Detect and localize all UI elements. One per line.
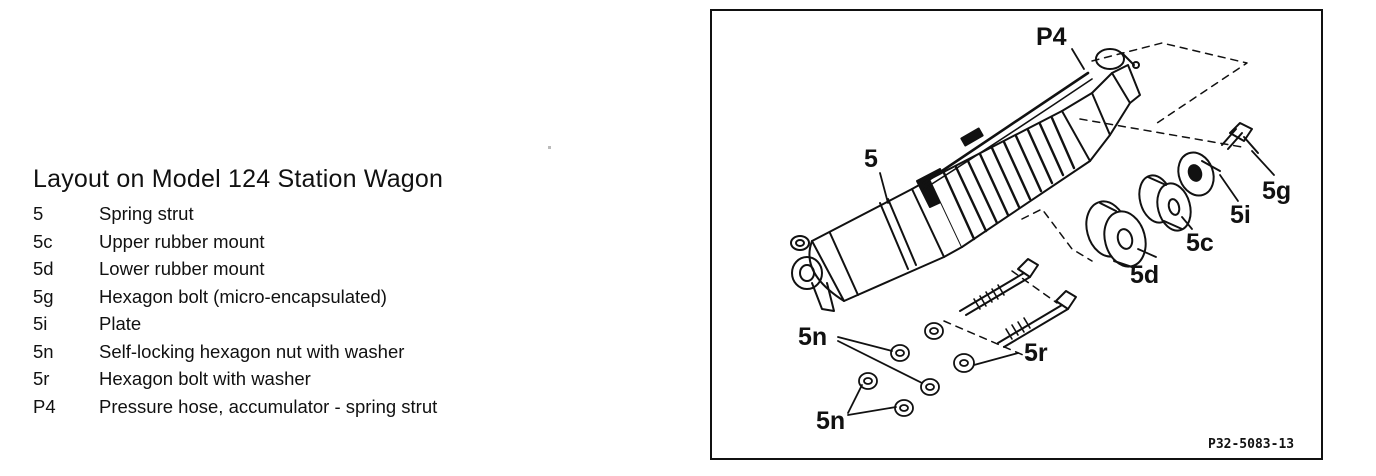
legend-row: P4 Pressure hose, accumulator - spring st… — [33, 393, 573, 421]
legend-desc: Pressure hose, accumulator - spring stru… — [99, 395, 438, 417]
legend-desc: Lower rubber mount — [99, 258, 265, 279]
scan-speck — [548, 146, 551, 149]
assembly-guide-lines — [943, 42, 1248, 362]
callout-5c: 5c — [1186, 229, 1214, 257]
legend-code: 5d — [33, 258, 54, 279]
legend-desc: Self-locking hexagon nut with washer — [99, 340, 405, 362]
plate-5i — [1177, 151, 1221, 197]
exploded-view-figure: P4 5 5g 5i 5c 5d 5n 5r 5n P32-5083-13 — [710, 9, 1323, 460]
legend-row: 5 Spring strut — [33, 200, 573, 228]
legend-code: 5r — [33, 368, 50, 389]
legend-code: 5g — [33, 285, 54, 307]
legend-desc: Plate — [99, 313, 142, 334]
spring-strut — [790, 48, 1141, 312]
legend-code: 5i — [33, 313, 48, 334]
legend-desc: Hexagon bolt (micro-encapsulated) — [99, 285, 387, 307]
legend-desc: Hexagon bolt with washer — [99, 368, 311, 389]
hexagon-bolt-5g — [1221, 122, 1259, 154]
legend-row: 5d Lower rubber mount — [33, 255, 573, 283]
lower-rubber-mount-5d — [1085, 200, 1147, 268]
hexagon-bolt-upper — [959, 258, 1039, 316]
hexagon-bolt-5r — [997, 290, 1077, 348]
legend-code: P4 — [33, 395, 56, 417]
legend-code: 5 — [33, 203, 44, 224]
legend-code: 5c — [33, 230, 53, 252]
legend-row: 5n Self-locking hexagon nut with washer — [33, 338, 573, 366]
leader-lines — [837, 48, 1275, 416]
callout-5n-upper: 5n — [798, 323, 828, 351]
upper-rubber-mount-5c — [1138, 174, 1192, 232]
callout-5g: 5g — [1262, 177, 1292, 205]
callout-5i: 5i — [1230, 201, 1251, 229]
legend-row: 5r Hexagon bolt with washer — [33, 365, 573, 393]
legend-row: 5c Upper rubber mount — [33, 228, 573, 256]
legend-desc: Spring strut — [99, 203, 194, 224]
callout-p4: P4 — [1036, 23, 1067, 51]
legend-title: Layout on Model 124 Station Wagon — [33, 165, 444, 193]
hexagon-nut — [858, 322, 975, 417]
callout-5n-lower: 5n — [816, 407, 846, 435]
callout-5r: 5r — [1024, 339, 1048, 367]
legend-row: 5i Plate — [33, 310, 573, 338]
callout-5d: 5d — [1130, 261, 1160, 289]
legend-row: 5g Hexagon bolt (micro-encapsulated) — [33, 283, 573, 311]
figure-id: P32-5083-13 — [1208, 437, 1295, 452]
exploded-view-drawing — [790, 42, 1275, 417]
legend-code: 5n — [33, 340, 54, 362]
callout-5: 5 — [864, 145, 878, 173]
parts-legend: Layout on Model 124 Station Wagon 5 Sprin… — [33, 165, 573, 420]
legend-desc: Upper rubber mount — [99, 230, 265, 252]
